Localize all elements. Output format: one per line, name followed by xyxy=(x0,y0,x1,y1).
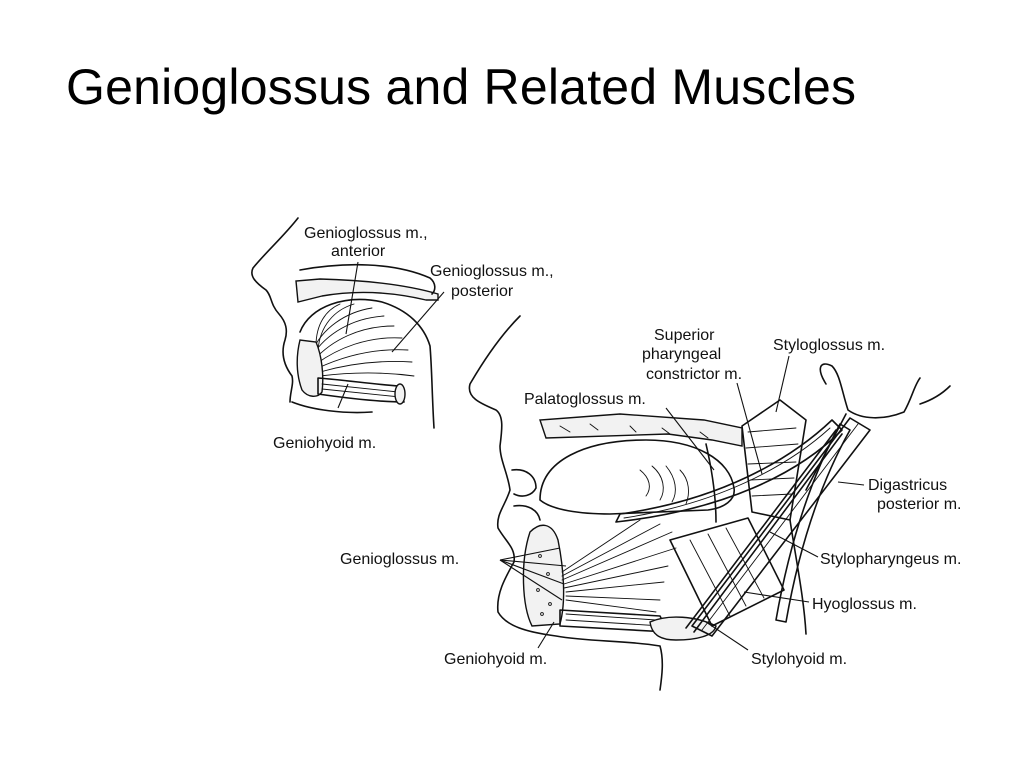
inset-face-profile xyxy=(251,217,299,403)
label-styloglossus: Styloglossus m. xyxy=(773,337,885,354)
label-digastricus-line2: posterior m. xyxy=(877,496,961,513)
figure-labels: Genioglossus m., anterior Genioglossus m… xyxy=(273,225,961,668)
inset-hyoid xyxy=(394,383,406,405)
label-digastricus-line1: Digastricus xyxy=(868,477,947,494)
inset-tongue xyxy=(299,298,435,429)
main-palatoglossus xyxy=(705,443,717,523)
main-mandible xyxy=(522,524,565,627)
main-styloid-process xyxy=(805,413,847,491)
main-hard-palate xyxy=(539,413,743,447)
inset-mandible xyxy=(296,339,324,397)
inset-palate xyxy=(295,278,439,303)
label-genioglossus-posterior-line2: posterior xyxy=(451,283,514,300)
label-hyoglossus: Hyoglossus m. xyxy=(812,596,917,613)
inset-soft-palate xyxy=(299,263,436,295)
label-genioglossus-posterior-line1: Genioglossus m., xyxy=(430,263,554,280)
inset-genioglossus-fibers xyxy=(311,303,415,377)
inset-geniohyoid xyxy=(317,377,405,403)
inset-diagram xyxy=(251,217,445,429)
label-geniohyoid-inset: Geniohyoid m. xyxy=(273,435,376,452)
main-lips xyxy=(511,468,537,497)
label-superior-pharyngeal-line1: Superior xyxy=(654,327,715,344)
main-diagram xyxy=(468,315,951,691)
main-digastric xyxy=(691,417,871,637)
label-superior-pharyngeal-line2: pharyngeal xyxy=(642,346,721,363)
main-genioglossus-fibers xyxy=(561,519,677,613)
main-stylopharyngeus xyxy=(775,423,851,623)
main-styloglossus xyxy=(615,419,843,523)
label-genioglossus: Genioglossus m. xyxy=(340,551,459,568)
label-palatoglossus: Palatoglossus m. xyxy=(524,391,646,408)
main-mastoid xyxy=(819,363,921,419)
main-hyoglossus xyxy=(669,517,785,627)
main-pharynx xyxy=(789,519,807,635)
inset-throat xyxy=(291,401,373,414)
leader-lines xyxy=(499,355,865,651)
label-genioglossus-anterior-line2: anterior xyxy=(331,243,386,260)
main-superior-constrictor xyxy=(741,399,807,521)
main-hyoid xyxy=(649,616,717,641)
slide-title: Genioglossus and Related Muscles xyxy=(66,59,857,115)
label-geniohyoid-main: Geniohyoid m. xyxy=(444,651,547,668)
main-tongue xyxy=(539,439,735,515)
label-superior-pharyngeal-line3: constrictor m. xyxy=(646,366,742,383)
label-stylopharyngeus: Stylopharyngeus m. xyxy=(820,551,961,568)
main-face-profile xyxy=(468,315,664,691)
label-genioglossus-anterior-line1: Genioglossus m., xyxy=(304,225,428,242)
label-stylohyoid: Stylohyoid m. xyxy=(751,651,847,668)
